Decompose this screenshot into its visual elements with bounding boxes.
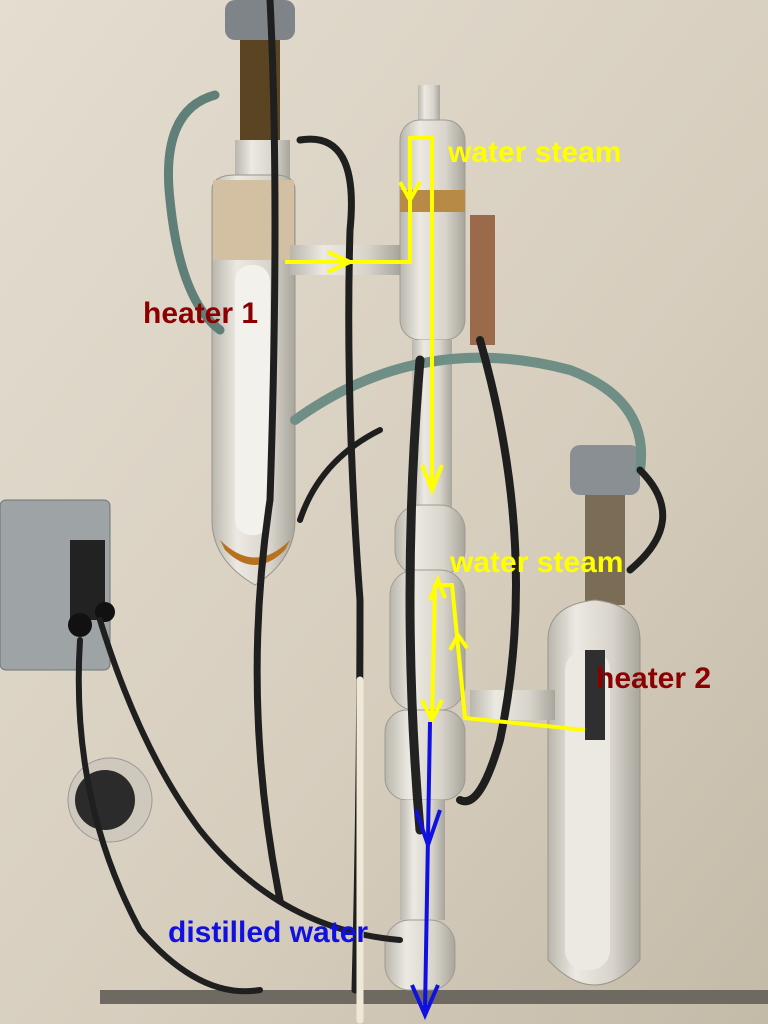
distillation-column [384, 85, 495, 991]
wall-outlet [67, 757, 153, 843]
hoses [75, 0, 667, 1024]
label-distilled-water: distilled water [168, 916, 369, 949]
label-heater-1: heater 1 [143, 297, 259, 330]
steam-arrow-top [285, 136, 444, 496]
steam-arrow-heater2 [420, 574, 586, 732]
control-box [0, 499, 115, 671]
label-heater-2: heater 2 [596, 662, 712, 695]
distilled-water-arrow [410, 721, 442, 1021]
label-water-steam-top: water steam [448, 136, 622, 169]
label-water-steam-middle: water steam [450, 546, 624, 579]
